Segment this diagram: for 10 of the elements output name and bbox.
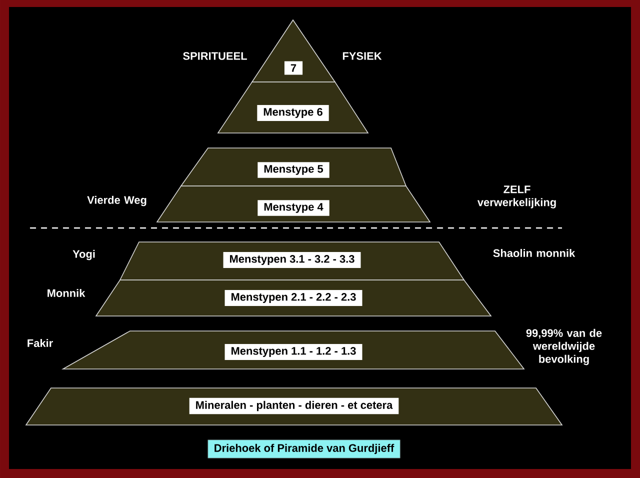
side-label: Shaolin monnik bbox=[493, 248, 576, 258]
side-label: Fakir bbox=[28, 338, 53, 348]
side-label: Vierde Weg bbox=[87, 196, 146, 206]
side-label: FYSIEK bbox=[342, 52, 382, 60]
side-label: SPIRITUEEL bbox=[183, 52, 247, 60]
caption-box: Driehoek of Piramide van Gurdjieff bbox=[208, 440, 400, 458]
side-label: 99,99% van de wereldwijde bevolking bbox=[526, 328, 602, 366]
side-label: ZELF verwerkelijking bbox=[477, 186, 556, 208]
side-label: Monnik bbox=[48, 288, 86, 298]
side-label: Yogi bbox=[72, 250, 95, 260]
